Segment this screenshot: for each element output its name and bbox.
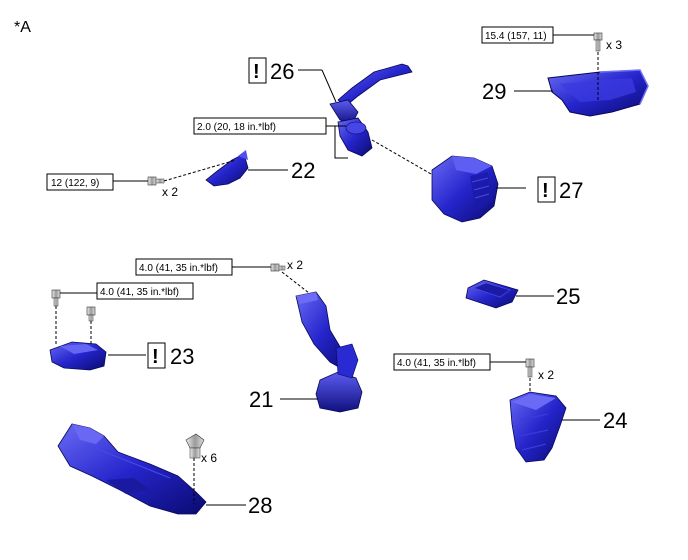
callout-26: 26: [270, 59, 294, 84]
callout-29: 29: [482, 79, 506, 104]
leader-torque-26: [326, 125, 348, 159]
torque-value-22: 12 (122, 9): [51, 178, 99, 189]
part-24-lower-case: [509, 391, 567, 463]
part-21-air-duct: [295, 291, 363, 413]
quantity-24: x 2: [538, 368, 554, 382]
torque-box-21: [135, 258, 233, 276]
quantity-29: x 3: [606, 38, 622, 52]
torque-box-29: [481, 26, 554, 44]
caution-icon-23: !: [152, 346, 159, 368]
quantity-21: x 2: [287, 258, 303, 272]
torque-value-26: 2.0 (20, 18 in.*lbf): [197, 122, 276, 133]
part-28-support-cover: [57, 423, 207, 515]
bolt-23-a: [51, 289, 61, 307]
callout-23: 23: [170, 344, 194, 369]
caution-box-27: [537, 176, 556, 203]
part-23-resonator: [49, 341, 107, 371]
caution-icon-26: !: [253, 61, 260, 83]
torque-box-22: [46, 173, 114, 191]
callout-27: 27: [559, 178, 583, 203]
bolt-21: [270, 263, 286, 272]
callout-21: 21: [249, 387, 273, 412]
caution-box-23: [147, 342, 166, 369]
part-26-air-hose: [329, 63, 413, 157]
bolt-24: [525, 358, 535, 378]
torque-value-21: 4.0 (41, 35 in.*lbf): [139, 263, 218, 274]
bolt-29: [593, 32, 603, 52]
part-22-bracket: [205, 150, 249, 187]
part-25-air-filter: [465, 279, 519, 309]
figure-label: *A: [14, 19, 31, 36]
quantity-28: x 6: [201, 451, 217, 465]
callout-25: 25: [556, 284, 580, 309]
callout-28: 28: [248, 493, 272, 518]
torque-box-23: [96, 282, 194, 300]
callout-24: 24: [603, 408, 627, 433]
leader-26-27-dashed: [371, 139, 439, 179]
part-27-air-cleaner-case: [431, 155, 499, 223]
clip-28: [185, 433, 205, 459]
bolt-23-b: [86, 306, 96, 322]
bolt-22: [147, 176, 165, 186]
torque-box-24: [393, 353, 491, 371]
quantity-22: x 2: [162, 185, 178, 199]
caution-box-26: [248, 57, 267, 84]
torque-value-24: 4.0 (41, 35 in.*lbf): [397, 358, 476, 369]
torque-value-23: 4.0 (41, 35 in.*lbf): [100, 287, 179, 298]
callout-22: 22: [291, 158, 315, 183]
torque-value-29: 15.4 (157, 11): [485, 31, 547, 42]
caution-icon-27: !: [542, 180, 549, 202]
